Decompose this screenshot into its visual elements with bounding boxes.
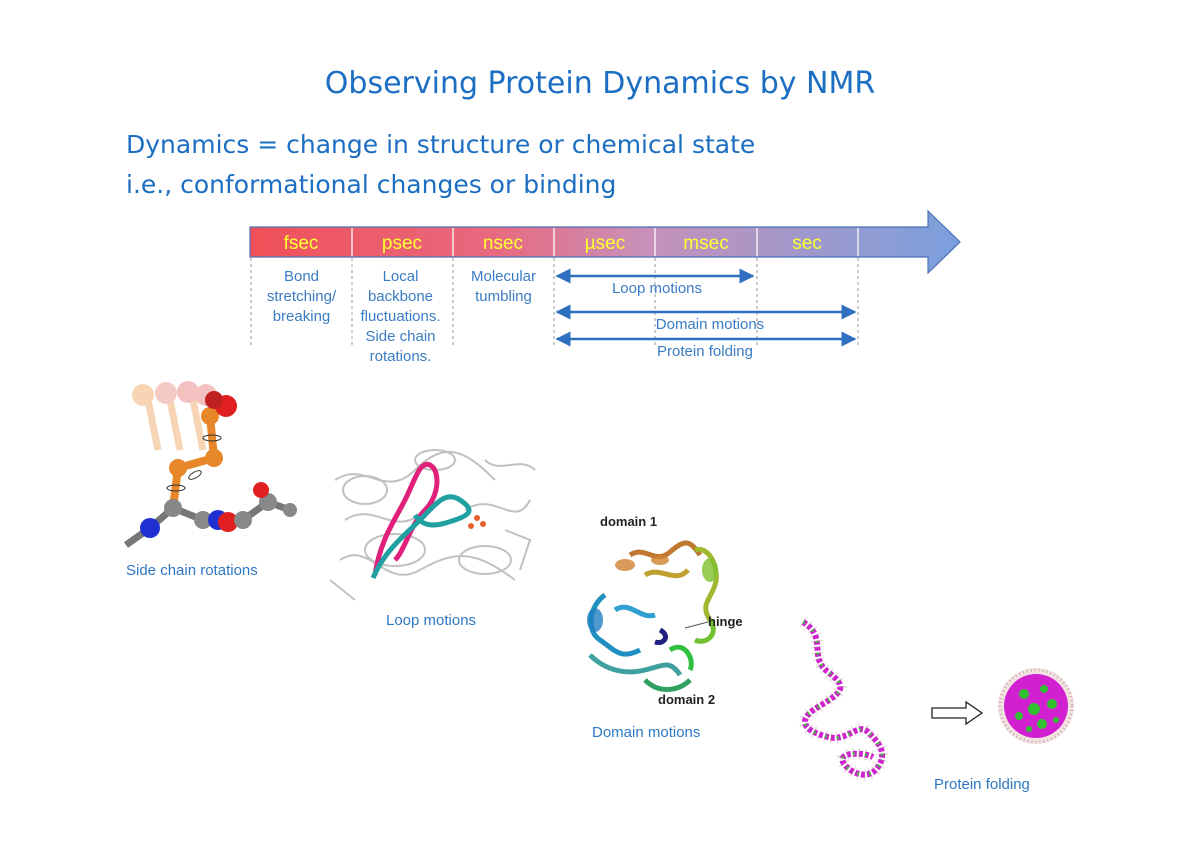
desc-psec-line: rotations.: [369, 348, 432, 365]
range-arrows: [555, 268, 857, 347]
protein-folding-caption: Protein folding: [934, 776, 1030, 793]
desc-fsec: Bond stretching/ breaking: [253, 267, 350, 327]
label-psec: psec: [382, 233, 422, 254]
desc-psec-line: Local: [382, 268, 419, 285]
range-domain-label: Domain motions: [656, 316, 764, 333]
slide-title: Observing Protein Dynamics by NMR: [324, 66, 876, 101]
label-fsec: fsec: [284, 233, 319, 254]
desc-nsec-line: Molecular: [470, 268, 537, 285]
side-chain-caption: Side chain rotations: [126, 562, 258, 579]
arrow-dividers: [351, 228, 859, 256]
subtitle-line-1: Dynamics = change in structure or chemic…: [126, 130, 756, 159]
label-msec: msec: [683, 233, 728, 254]
folding-arrow-icon: [931, 700, 984, 726]
desc-psec-line: fluctuations.: [360, 308, 441, 325]
desc-fsec-line: breaking: [272, 308, 331, 325]
range-loop-label: Loop motions: [612, 280, 702, 297]
desc-fsec-line: stretching/: [266, 288, 337, 305]
timescale-labels: fsec psec nsec µsec msec sec: [284, 233, 822, 254]
timescale-guides: [250, 258, 859, 346]
desc-psec: Local backbone fluctuations. Side chain …: [352, 267, 449, 367]
domain-2-label: domain 2: [658, 692, 715, 707]
hinge-label: hinge: [708, 614, 743, 629]
label-nsec: nsec: [483, 233, 523, 254]
domain-motions-caption: Domain motions: [592, 724, 701, 741]
timescale-diagram: fsec psec nsec µsec msec sec Loop motion…: [249, 209, 961, 360]
desc-nsec: Molecular tumbling: [455, 267, 552, 307]
loop-motions-figure: [325, 440, 537, 605]
loop-motions-caption: Loop motions: [386, 612, 477, 629]
side-chain-figure: [123, 381, 297, 548]
range-folding-label: Protein folding: [657, 343, 753, 360]
domain-1-label: domain 1: [600, 514, 657, 529]
label-usec: µsec: [585, 233, 626, 254]
desc-psec-line: Side chain: [365, 328, 436, 345]
desc-nsec-line: tumbling: [475, 288, 532, 305]
label-sec: sec: [792, 233, 822, 254]
domain-motions-figure: domain 1 hinge domain 2: [587, 514, 743, 707]
desc-fsec-line: Bond: [283, 268, 320, 285]
desc-psec-line: backbone: [367, 288, 434, 305]
subtitle-line-2: i.e., conformational changes or binding: [126, 170, 617, 199]
folded-globule-figure: [998, 668, 1074, 744]
timescale-arrow: [249, 209, 961, 275]
unfolded-chain-figure: [799, 616, 889, 781]
